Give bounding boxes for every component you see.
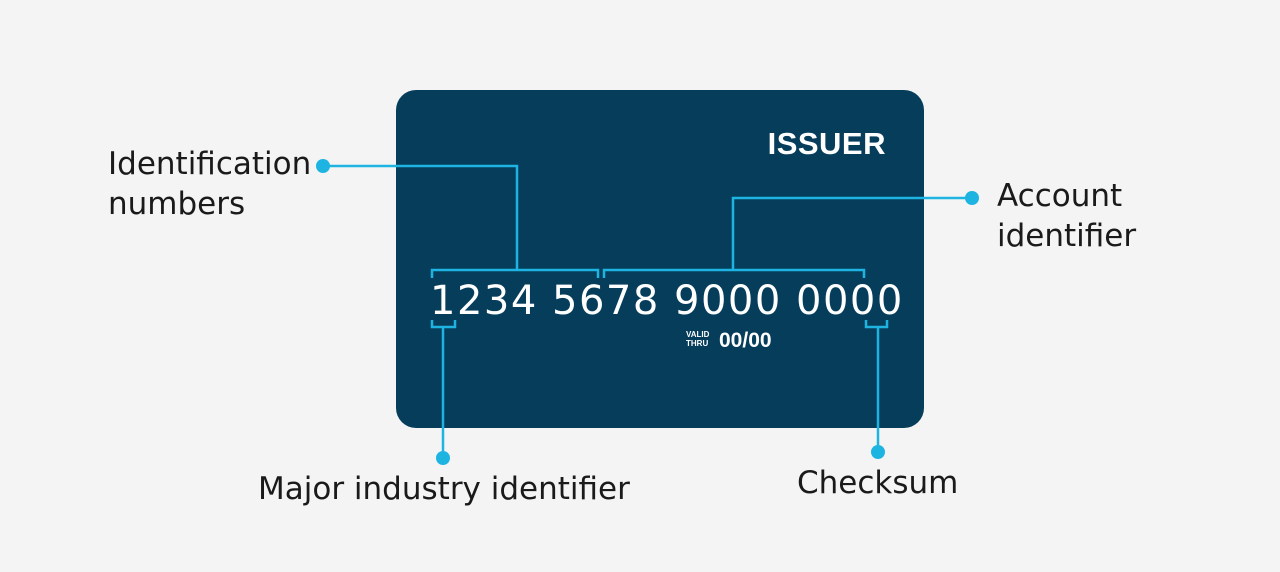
valid-thru-label: VALID THRU <box>686 330 709 348</box>
checksum-dot <box>871 445 885 459</box>
account-bracket <box>602 268 866 278</box>
account-leader <box>731 196 972 270</box>
card-number: 1234 5678 9000 0000 <box>430 278 904 324</box>
major-industry-dot <box>436 451 450 465</box>
account-identifier-label: Account identifier <box>997 176 1136 256</box>
account-dot <box>965 191 979 205</box>
checksum-label: Checksum <box>797 465 959 501</box>
identification-label-line1: Identification <box>108 146 312 182</box>
identification-bracket <box>430 268 600 278</box>
identification-leader <box>323 164 519 270</box>
account-label-line1: Account <box>997 178 1123 214</box>
valid-label: VALID <box>686 330 710 339</box>
account-label-line2: identifier <box>997 218 1137 254</box>
identification-label-line2: numbers <box>108 186 246 222</box>
thru-label: THRU <box>686 339 709 348</box>
checksum-bracket <box>864 320 889 329</box>
major-industry-bracket <box>430 320 457 329</box>
credit-card: ISSUER 1234 5678 9000 0000 VALID THRU 00… <box>396 90 924 428</box>
issuer-name: ISSUER <box>767 126 886 161</box>
identification-numbers-label: Identification numbers <box>108 144 311 224</box>
expiry-date: 00/00 <box>719 329 772 352</box>
major-industry-identifier-label: Major industry identifier <box>258 471 630 507</box>
identification-dot <box>316 159 330 173</box>
